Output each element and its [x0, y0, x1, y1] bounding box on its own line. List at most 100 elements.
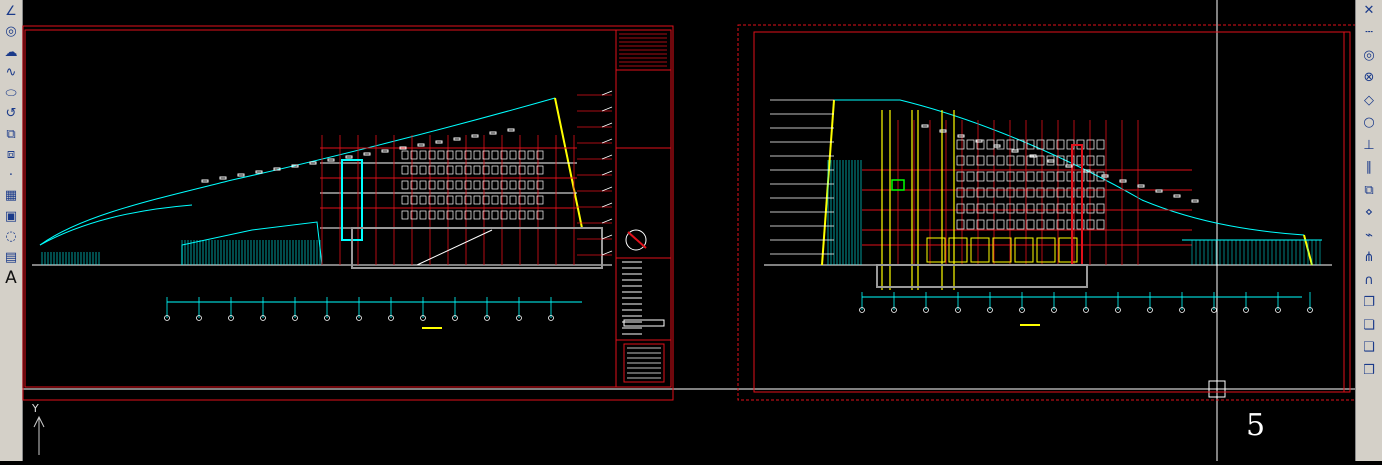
- roof-profile-curve: [39, 97, 556, 246]
- annotation-tag: [273, 167, 281, 171]
- window-cell: [1096, 203, 1105, 214]
- drawing-svg: [22, 0, 1357, 461]
- window-cell: [1026, 219, 1035, 230]
- window-cell: [482, 180, 490, 190]
- window-cell: [455, 195, 463, 205]
- window-cell: [491, 165, 499, 175]
- window-cell: [428, 150, 436, 160]
- grid-axis-bubble: [516, 315, 522, 321]
- window-cell: [1016, 155, 1025, 166]
- grid-axis-bubble: [1179, 307, 1185, 313]
- window-cell: [419, 210, 427, 220]
- magnet-icon[interactable]: ∩: [1364, 272, 1374, 288]
- annotation-tag: [975, 139, 983, 143]
- ucs-y-axis-label: Y: [32, 402, 39, 415]
- window-cell: [455, 165, 463, 175]
- window-cell: [956, 187, 965, 198]
- window-cell: [401, 150, 409, 160]
- window-cell: [1016, 139, 1025, 150]
- revision-cloud-icon[interactable]: ☁: [4, 44, 18, 60]
- multiline-text-icon[interactable]: A: [5, 267, 17, 288]
- snap-midpoint-icon[interactable]: ┄: [1365, 25, 1373, 40]
- window-cell: [1076, 203, 1085, 214]
- snap-quadrant-icon[interactable]: ◇: [1364, 92, 1374, 108]
- drawing-canvas[interactable]: [22, 0, 1357, 461]
- window-cell: [446, 165, 454, 175]
- elevation-marker: [601, 170, 613, 176]
- annotation-tag: [201, 179, 209, 183]
- window-cell: [419, 165, 427, 175]
- grid-axis-bubble: [891, 307, 897, 313]
- grid-axis-bubble: [1243, 307, 1249, 313]
- snap-node-icon[interactable]: ⊗: [1363, 70, 1375, 85]
- grid-axis-bubble: [548, 315, 554, 321]
- window-cell: [986, 155, 995, 166]
- snap-tangent-icon[interactable]: ○: [1363, 115, 1375, 130]
- region-icon[interactable]: ◌: [5, 229, 17, 244]
- make-block-icon[interactable]: ⧈: [6, 147, 16, 162]
- ellipse-arc-icon[interactable]: ↺: [5, 106, 17, 121]
- draw-order-back-icon[interactable]: ❏: [1363, 317, 1375, 333]
- grid-axis-bubble: [1147, 307, 1153, 313]
- window-cell: [428, 210, 436, 220]
- window-cell: [437, 195, 445, 205]
- annotation-tag: [1047, 159, 1055, 163]
- annotation-tag: [255, 170, 263, 174]
- snap-endpoint-icon[interactable]: ✕: [1363, 2, 1375, 18]
- annotation-tag: [453, 137, 461, 141]
- ground-floor-bay: [1058, 237, 1078, 263]
- polyline-icon[interactable]: ∠: [5, 3, 17, 19]
- elevation-marker: [601, 154, 613, 160]
- window-cell: [1056, 203, 1065, 214]
- ellipse-icon[interactable]: ⬭: [5, 85, 17, 101]
- window-cell: [1016, 187, 1025, 198]
- window-cell: [1076, 155, 1085, 166]
- window-cell: [1056, 139, 1065, 150]
- snap-parallel-icon[interactable]: ∥: [1365, 160, 1373, 175]
- draw-order-front-icon[interactable]: ❐: [1363, 295, 1375, 310]
- annotation-tag: [435, 140, 443, 144]
- grid-axis-bubble: [1083, 307, 1089, 313]
- window-cell: [509, 195, 517, 205]
- annotation-tag: [1083, 169, 1091, 173]
- window-cell: [428, 165, 436, 175]
- annotation-tag: [957, 134, 965, 138]
- insert-block-icon[interactable]: ⧉: [6, 126, 16, 142]
- circle-icon[interactable]: ◎: [5, 24, 17, 39]
- window-cell: [986, 171, 995, 182]
- window-cell: [419, 150, 427, 160]
- window-cell: [1066, 171, 1075, 182]
- window-cell: [536, 165, 544, 175]
- point-icon[interactable]: ·: [8, 167, 14, 183]
- window-cell: [536, 150, 544, 160]
- annotation-tag: [219, 176, 227, 180]
- window-cell: [401, 165, 409, 175]
- window-cell: [1086, 187, 1095, 198]
- window-cell: [446, 195, 454, 205]
- window-cell: [976, 155, 985, 166]
- snap-nearest-icon[interactable]: ⋄: [1364, 205, 1374, 220]
- snap-none-icon[interactable]: ⌁: [1365, 227, 1373, 243]
- window-cell: [986, 187, 995, 198]
- hatch-icon[interactable]: ▦: [4, 188, 18, 203]
- left-sheet-frame: [22, 25, 674, 401]
- gradient-icon[interactable]: ▣: [4, 208, 18, 224]
- send-under-icon[interactable]: ❒: [1363, 362, 1375, 378]
- grid-axis-bubble: [228, 315, 234, 321]
- window-cell: [464, 210, 472, 220]
- object-snap-settings-icon[interactable]: ⋔: [1363, 250, 1375, 265]
- window-cell: [966, 139, 975, 150]
- snap-center-icon[interactable]: ◎: [1363, 47, 1375, 63]
- table-icon[interactable]: ▤: [4, 249, 18, 265]
- annotation-tag: [291, 164, 299, 168]
- window-cell: [986, 203, 995, 214]
- bring-above-icon[interactable]: ❑: [1363, 340, 1375, 355]
- left-title-block: [615, 29, 672, 388]
- snap-insert-icon[interactable]: ⧉: [1364, 182, 1374, 198]
- snap-perpendicular-icon[interactable]: ⊥: [1363, 137, 1375, 153]
- ground-floor-bay: [926, 237, 946, 263]
- window-cell: [428, 180, 436, 190]
- spline-icon[interactable]: ∿: [5, 65, 17, 80]
- window-cell: [1016, 203, 1025, 214]
- window-cell: [464, 150, 472, 160]
